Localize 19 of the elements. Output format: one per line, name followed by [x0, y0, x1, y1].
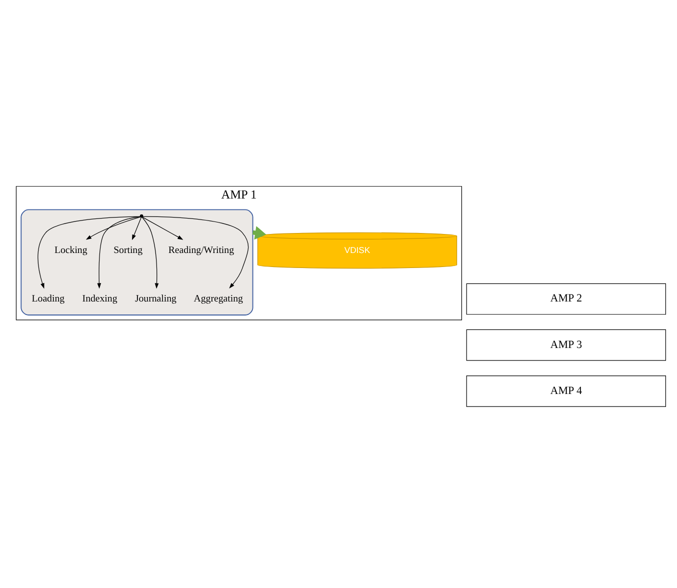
- node-box: AMP 4: [466, 376, 666, 407]
- node-box: AMP 2: [466, 283, 666, 315]
- node-text: Reading/Writing: [168, 244, 234, 256]
- arrow: [142, 216, 249, 288]
- arrow: [132, 217, 142, 240]
- arrow: [142, 217, 159, 289]
- node-text: Sorting: [114, 244, 143, 256]
- node-text: Journaling: [134, 293, 176, 304]
- node-text: Aggregating: [194, 293, 243, 304]
- arrow: [142, 216, 184, 240]
- node-text: Indexing: [82, 293, 118, 304]
- node-point: [140, 214, 144, 218]
- arrow: [86, 216, 141, 240]
- cluster: [20, 209, 254, 316]
- node-text: Loading: [32, 293, 65, 304]
- node-text: Locking: [54, 244, 88, 256]
- node-box: AMP 3: [466, 329, 666, 361]
- arrow: [38, 216, 140, 289]
- arrow: [97, 216, 141, 289]
